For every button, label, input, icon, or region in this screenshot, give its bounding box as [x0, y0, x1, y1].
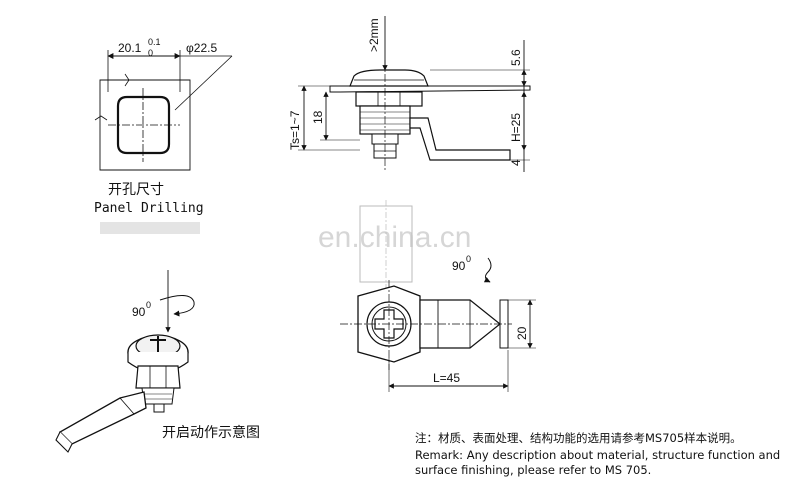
iso-rotation-text: 90: [132, 305, 146, 319]
watermark-text: en.china.cn: [318, 221, 471, 254]
remark-cn: 注：材质、表面处理、结构功能的选用请参考MS705样本说明。: [415, 431, 742, 445]
front-rotation-sup: 0: [466, 254, 471, 264]
dim-l-text: L=45: [433, 371, 460, 385]
panel-drilling-label-en: Panel Drilling: [94, 201, 204, 216]
remark-block: 注：材质、表面处理、结构功能的选用请参考MS705样本说明。 Remark: A…: [415, 431, 780, 477]
dim-bottom-text: 4: [509, 159, 523, 166]
iso-label-cn: 开启动作示意图: [162, 424, 260, 441]
dim-gap-text: >2mm: [367, 18, 381, 52]
front-rotation-text: 90: [452, 259, 466, 273]
dim-18-text: 18: [311, 110, 325, 124]
dim-width-text: 20.1: [118, 41, 142, 55]
smudge: [100, 222, 200, 234]
side-view: >2mm Ts=1~7 18 5.6: [288, 16, 531, 172]
iso-view: 90 0 开启动作示意图: [55, 270, 260, 453]
dim-h-text: H=25: [509, 113, 523, 142]
panel-drilling-label-cn: 开孔尺寸: [108, 182, 164, 198]
dim-width-tol-upper: 0.1: [148, 37, 161, 47]
dim-ts-text: Ts=1~7: [288, 110, 302, 150]
iso-rotation-sup: 0: [146, 300, 151, 310]
dim-width-tol-lower: 0: [148, 48, 153, 58]
remark-en-line2: surface finishing, please refer to MS 70…: [415, 463, 651, 477]
dim-diameter-text: φ22.5: [186, 41, 217, 55]
dim-top-text: 5.6: [509, 49, 523, 66]
panel-drilling-view: 20.1 0.1 0 φ22.5 开孔尺寸 Panel Drilling: [94, 37, 233, 234]
front-view: 90 0 L=45 20: [340, 200, 536, 392]
remark-en-line1: Remark: Any description about material, …: [415, 448, 780, 462]
dim-20-text: 20: [515, 326, 529, 340]
